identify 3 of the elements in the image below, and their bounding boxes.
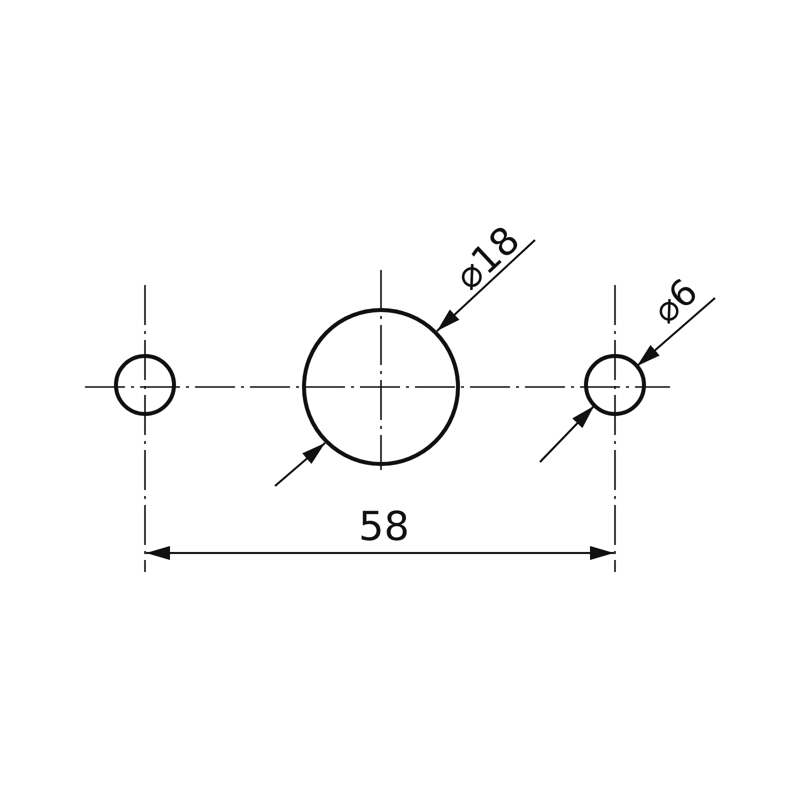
- dimension-label: ⌀6: [647, 274, 705, 330]
- dimension-label: 58: [358, 507, 410, 547]
- dimension-label: ⌀18: [448, 220, 526, 296]
